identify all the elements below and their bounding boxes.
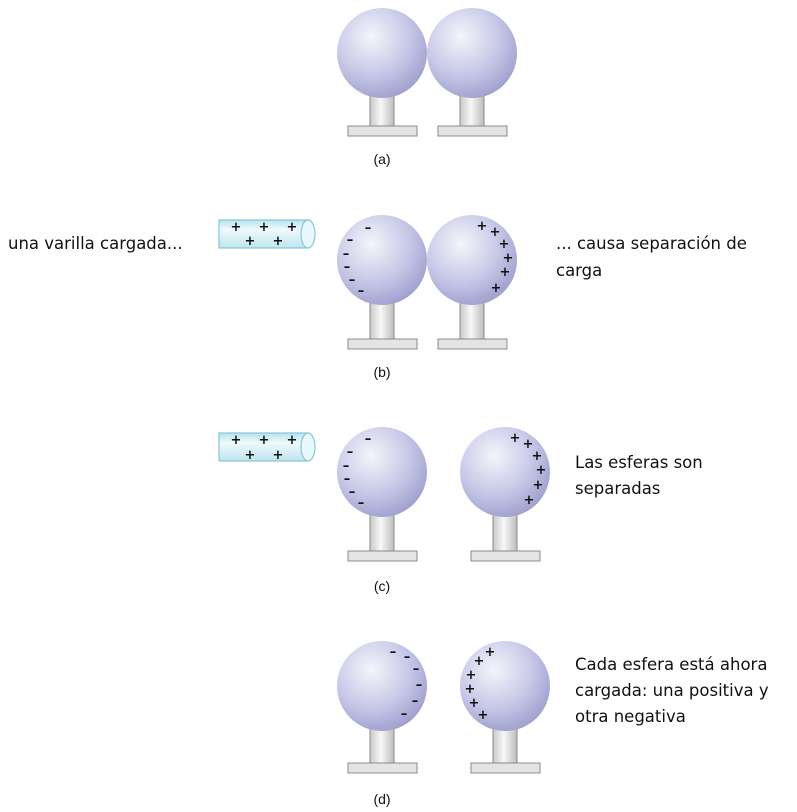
plus-charge: +: [536, 463, 547, 478]
plus-charge: +: [469, 696, 480, 711]
minus-charge: –: [390, 645, 397, 660]
right-sphere-stand: [427, 8, 517, 137]
rod-plus: +: [287, 433, 298, 448]
minus-charge: –: [416, 678, 423, 693]
description-c-line-2: separadas: [575, 479, 660, 498]
caption-a: (a): [373, 151, 390, 167]
plus-charge: +: [465, 682, 476, 697]
panel-d: – – – – – – + + + + + + Cada esfera está…: [337, 641, 769, 807]
plus-charge: +: [523, 437, 534, 452]
panel-b: una varilla cargada... + + + + + – – – –…: [8, 215, 747, 380]
right-sphere-stand: + + + + + +: [427, 215, 517, 350]
right-sphere: [427, 215, 517, 305]
right-sphere-stand: + + + + + +: [460, 427, 550, 562]
right-sphere: [460, 427, 550, 517]
minus-charge: –: [365, 221, 372, 236]
plus-charge: +: [500, 265, 511, 280]
right-sphere: [460, 641, 550, 731]
minus-charge: –: [343, 247, 350, 262]
description-d-line-2: cargada: una positiva y: [575, 681, 769, 700]
right-sphere-stand: + + + + + +: [460, 641, 550, 774]
left-sphere: [337, 8, 427, 98]
left-sphere: [337, 641, 427, 731]
minus-charge: –: [349, 485, 356, 500]
rod-plus: +: [231, 220, 242, 235]
minus-charge: –: [344, 472, 351, 487]
minus-charge: –: [358, 496, 365, 511]
charged-rod: + + + + +: [218, 432, 316, 463]
minus-charge: –: [343, 459, 350, 474]
left-sphere: [337, 215, 427, 305]
rod-plus: +: [273, 448, 284, 463]
minus-charge: –: [401, 707, 408, 722]
caption-d: (d): [373, 791, 390, 807]
plus-charge: +: [478, 708, 489, 723]
minus-charge: –: [347, 233, 354, 248]
minus-charge: –: [349, 273, 356, 288]
rod-plus: +: [259, 433, 270, 448]
panel-c: + + + + + – – – – – – + + + + + +: [218, 427, 703, 594]
plus-charge: +: [490, 225, 501, 240]
plus-charge: +: [499, 237, 510, 252]
minus-charge: –: [358, 284, 365, 299]
plus-charge: +: [524, 493, 535, 508]
description-c-line-1: Las esferas son: [575, 453, 703, 472]
right-sphere: [427, 8, 517, 98]
minus-charge: –: [404, 650, 411, 665]
plus-charge: +: [532, 449, 543, 464]
minus-charge: –: [412, 694, 419, 709]
rod-plus: +: [245, 234, 256, 249]
plus-charge: +: [491, 281, 502, 296]
description-d-line-1: Cada esfera está ahora: [575, 655, 767, 674]
rod-plus: +: [231, 433, 242, 448]
plus-charge: +: [533, 478, 544, 493]
charged-rod: + + + + +: [218, 219, 316, 249]
description-d-line-3: otra negativa: [575, 707, 686, 726]
left-sphere-stand: [337, 8, 427, 137]
rod-plus: +: [259, 220, 270, 235]
minus-charge: –: [365, 432, 372, 447]
plus-charge: +: [485, 645, 496, 660]
rod-plus: +: [273, 234, 284, 249]
description-b-line-2: carga: [556, 261, 602, 280]
plus-charge: +: [477, 219, 488, 234]
rod-plus: +: [245, 448, 256, 463]
panel-a: (a): [337, 8, 517, 167]
left-sphere: [337, 427, 427, 517]
caption-b: (b): [373, 364, 390, 380]
left-sphere-stand: – – – – – –: [337, 427, 427, 562]
description-b-line-1: ... causa separación de: [556, 234, 747, 253]
plus-charge: +: [466, 668, 477, 683]
rod-label: una varilla cargada...: [8, 234, 183, 253]
left-sphere-stand: – – – – – –: [337, 215, 427, 350]
minus-charge: –: [344, 260, 351, 275]
left-sphere-stand: – – – – – –: [337, 641, 427, 774]
minus-charge: –: [347, 445, 354, 460]
caption-c: (c): [374, 578, 390, 594]
plus-charge: +: [503, 251, 514, 266]
rod-plus: +: [287, 220, 298, 235]
plus-charge: +: [474, 654, 485, 669]
minus-charge: –: [413, 662, 420, 677]
plus-charge: +: [510, 431, 521, 446]
